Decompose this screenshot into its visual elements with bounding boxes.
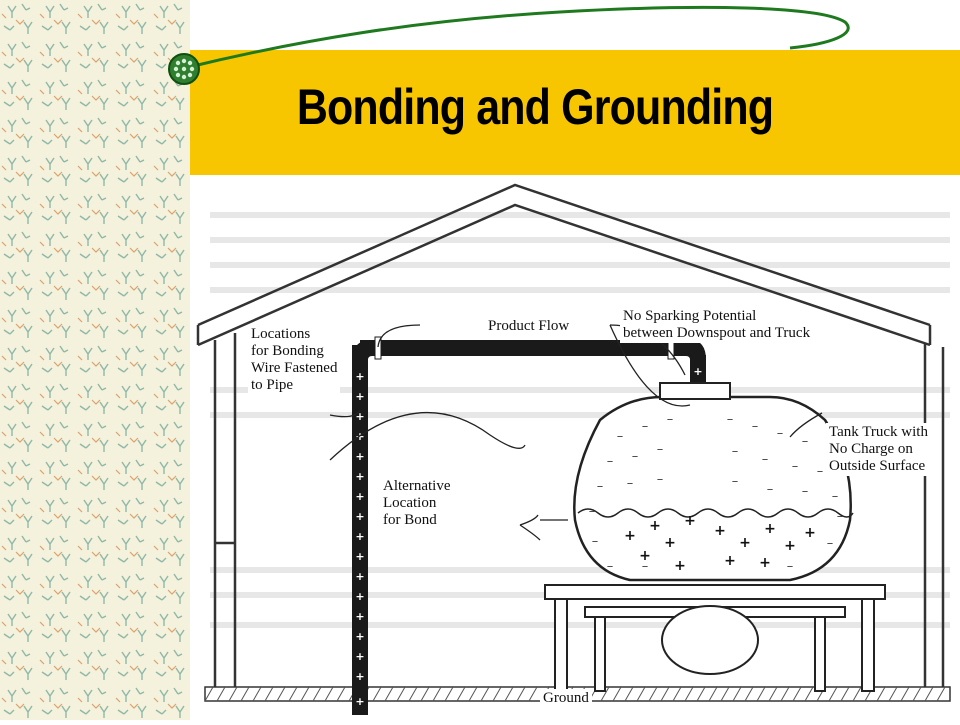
svg-text:–: –	[802, 484, 809, 499]
svg-text:–: –	[657, 472, 664, 487]
svg-text:+: +	[784, 538, 796, 554]
svg-text:+: +	[355, 370, 364, 383]
svg-text:–: –	[802, 434, 809, 449]
label-ground: Ground	[540, 689, 592, 708]
svg-text:–: –	[589, 504, 596, 519]
svg-text:+: +	[355, 490, 364, 503]
label-product-flow: Product Flow	[485, 317, 573, 336]
svg-text:–: –	[607, 559, 614, 574]
svg-text:+: +	[355, 695, 364, 708]
svg-text:–: –	[727, 412, 734, 427]
svg-text:+: +	[724, 553, 736, 569]
svg-text:–: –	[617, 429, 624, 444]
svg-text:–: –	[792, 459, 799, 474]
svg-text:–: –	[837, 509, 844, 524]
svg-text:–: –	[732, 444, 739, 459]
truck-frame	[544, 584, 886, 692]
svg-text:–: –	[642, 559, 649, 574]
svg-text:+: +	[355, 570, 364, 583]
svg-text:+: +	[649, 518, 661, 534]
label-tank-truck: Tank Truck with No Charge on Outside Sur…	[826, 423, 931, 476]
pattern-glyphs	[0, 0, 190, 720]
svg-text:–: –	[832, 489, 839, 504]
svg-text:+: +	[664, 535, 676, 551]
svg-text:+: +	[355, 450, 364, 463]
label-bonding-locations: Locations for Bonding Wire Fastened to P…	[248, 325, 341, 395]
svg-text:+: +	[624, 528, 636, 544]
title-bar	[190, 50, 960, 175]
slide-title: Bonding and Grounding	[296, 79, 774, 135]
svg-text:+: +	[355, 510, 364, 523]
svg-text:+: +	[693, 365, 702, 378]
svg-text:+: +	[764, 521, 776, 537]
svg-text:+: +	[684, 513, 696, 529]
svg-text:+: +	[355, 410, 364, 423]
svg-text:–: –	[627, 476, 634, 491]
svg-text:+: +	[739, 535, 751, 551]
svg-text:+: +	[804, 525, 816, 541]
svg-text:+: +	[355, 550, 364, 563]
shed-posts	[213, 333, 945, 690]
label-alternative-bond: Alternative Location for Bond	[380, 477, 454, 530]
svg-text:–: –	[777, 426, 784, 441]
svg-text:+: +	[355, 470, 364, 483]
svg-text:+: +	[759, 555, 771, 571]
decorative-pattern-strip	[0, 0, 190, 720]
svg-text:–: –	[607, 454, 614, 469]
svg-text:+: +	[355, 630, 364, 643]
svg-text:+: +	[714, 523, 726, 539]
svg-text:–: –	[817, 464, 824, 479]
svg-text:–: –	[667, 412, 674, 427]
svg-text:+: +	[355, 670, 364, 683]
svg-text:–: –	[752, 419, 759, 434]
svg-text:+: +	[355, 530, 364, 543]
svg-text:+: +	[355, 650, 364, 663]
svg-text:–: –	[767, 482, 774, 497]
svg-text:–: –	[827, 536, 834, 551]
svg-text:–: –	[597, 479, 604, 494]
svg-text:+: +	[639, 548, 651, 564]
svg-text:–: –	[632, 449, 639, 464]
svg-text:+: +	[355, 590, 364, 603]
svg-text:+: +	[355, 610, 364, 623]
label-no-sparking: No Sparking Potential between Downspout …	[620, 307, 814, 343]
tank-truck: ––– ––– ––– ––– ––– ––– ––– ––– ––– – ++…	[573, 382, 854, 582]
svg-text:+: +	[674, 558, 686, 574]
svg-text:–: –	[592, 534, 599, 549]
diagram-drawing: +++ +++ +++ +++ +++ ++ +++ +++ +++ + –––	[196, 183, 951, 715]
bonding-diagram: +++ +++ +++ +++ +++ ++ +++ +++ +++ + –––	[190, 175, 960, 720]
svg-text:–: –	[787, 559, 794, 574]
svg-text:–: –	[762, 452, 769, 467]
svg-text:–: –	[732, 474, 739, 489]
svg-text:–: –	[657, 442, 664, 457]
decorative-swoosh	[168, 5, 850, 85]
svg-text:+: +	[355, 390, 364, 403]
shed-roof	[196, 183, 932, 347]
svg-text:–: –	[642, 419, 649, 434]
